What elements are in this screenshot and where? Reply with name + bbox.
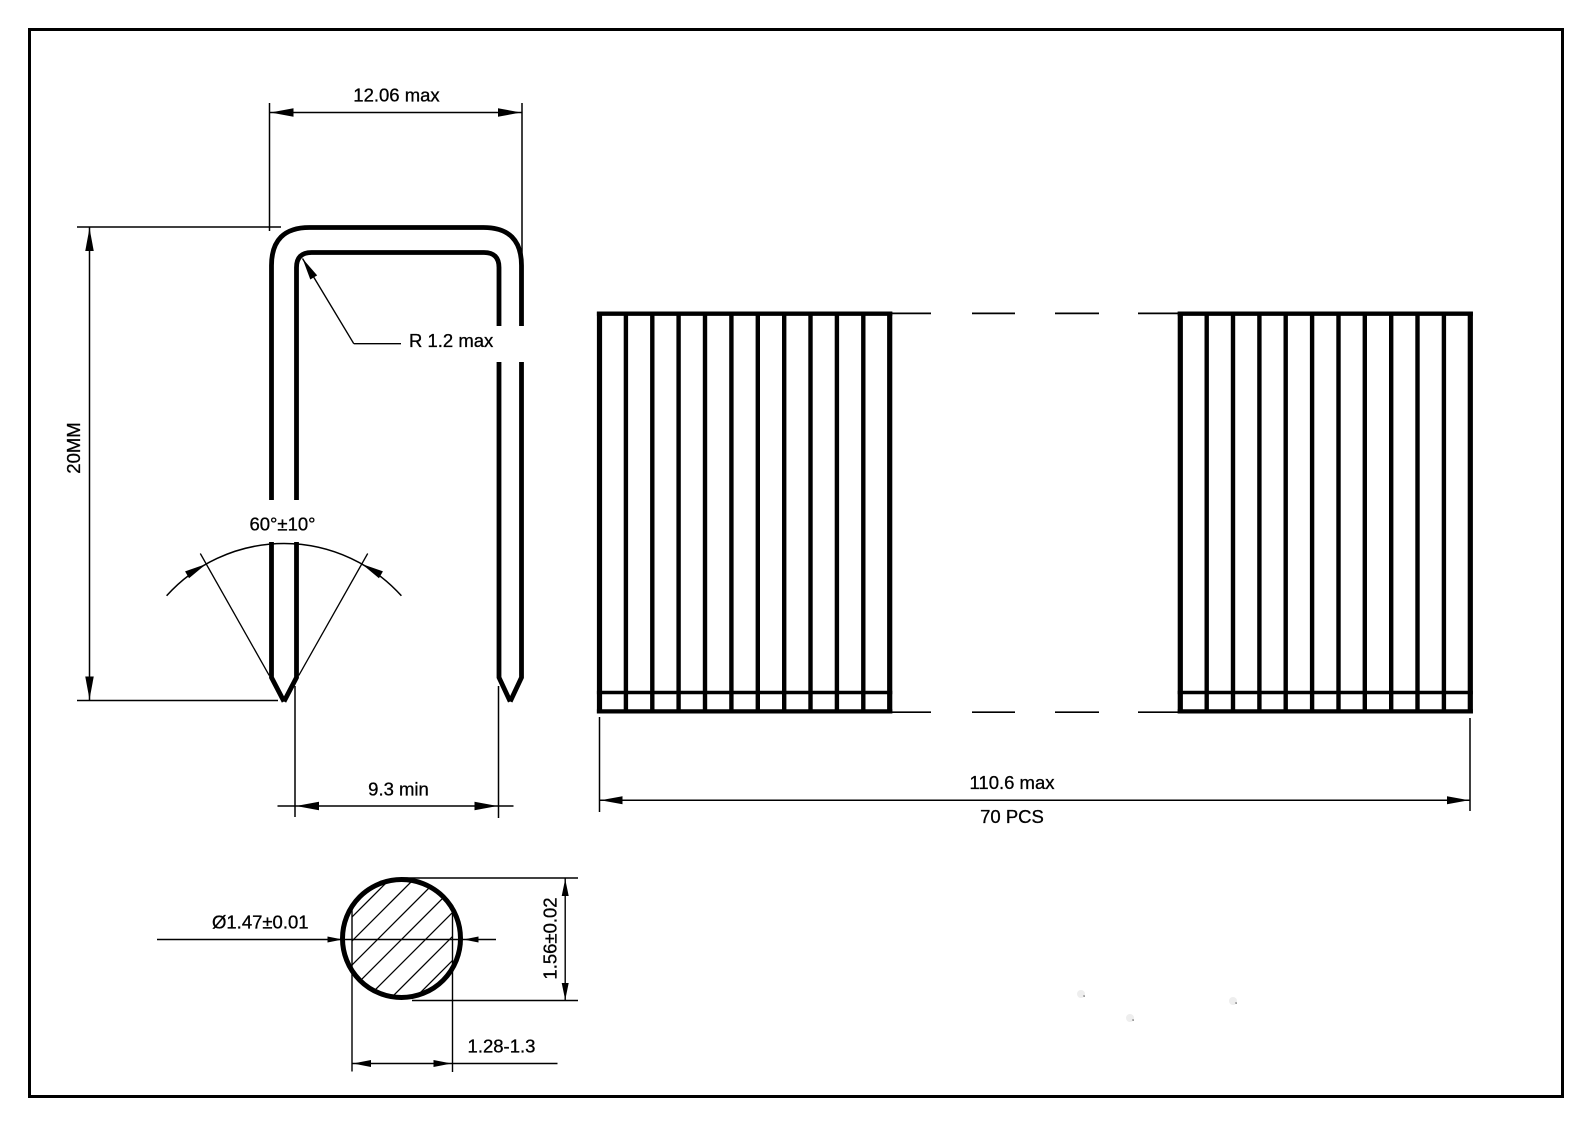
svg-text:1.56±0.02: 1.56±0.02 [540, 897, 561, 979]
svg-text:110.6 max: 110.6 max [969, 772, 1055, 793]
svg-text:9.3 min: 9.3 min [368, 779, 429, 800]
svg-text:60°±10°: 60°±10° [249, 514, 315, 535]
svg-text:R 1.2 max: R 1.2 max [409, 330, 494, 351]
svg-text:20MM: 20MM [63, 422, 84, 473]
svg-text:Ø1.47±0.01: Ø1.47±0.01 [212, 912, 309, 933]
svg-text:70 PCS: 70 PCS [980, 806, 1044, 827]
svg-text:1.28-1.3: 1.28-1.3 [468, 1036, 536, 1057]
svg-text:12.06 max: 12.06 max [353, 85, 440, 106]
